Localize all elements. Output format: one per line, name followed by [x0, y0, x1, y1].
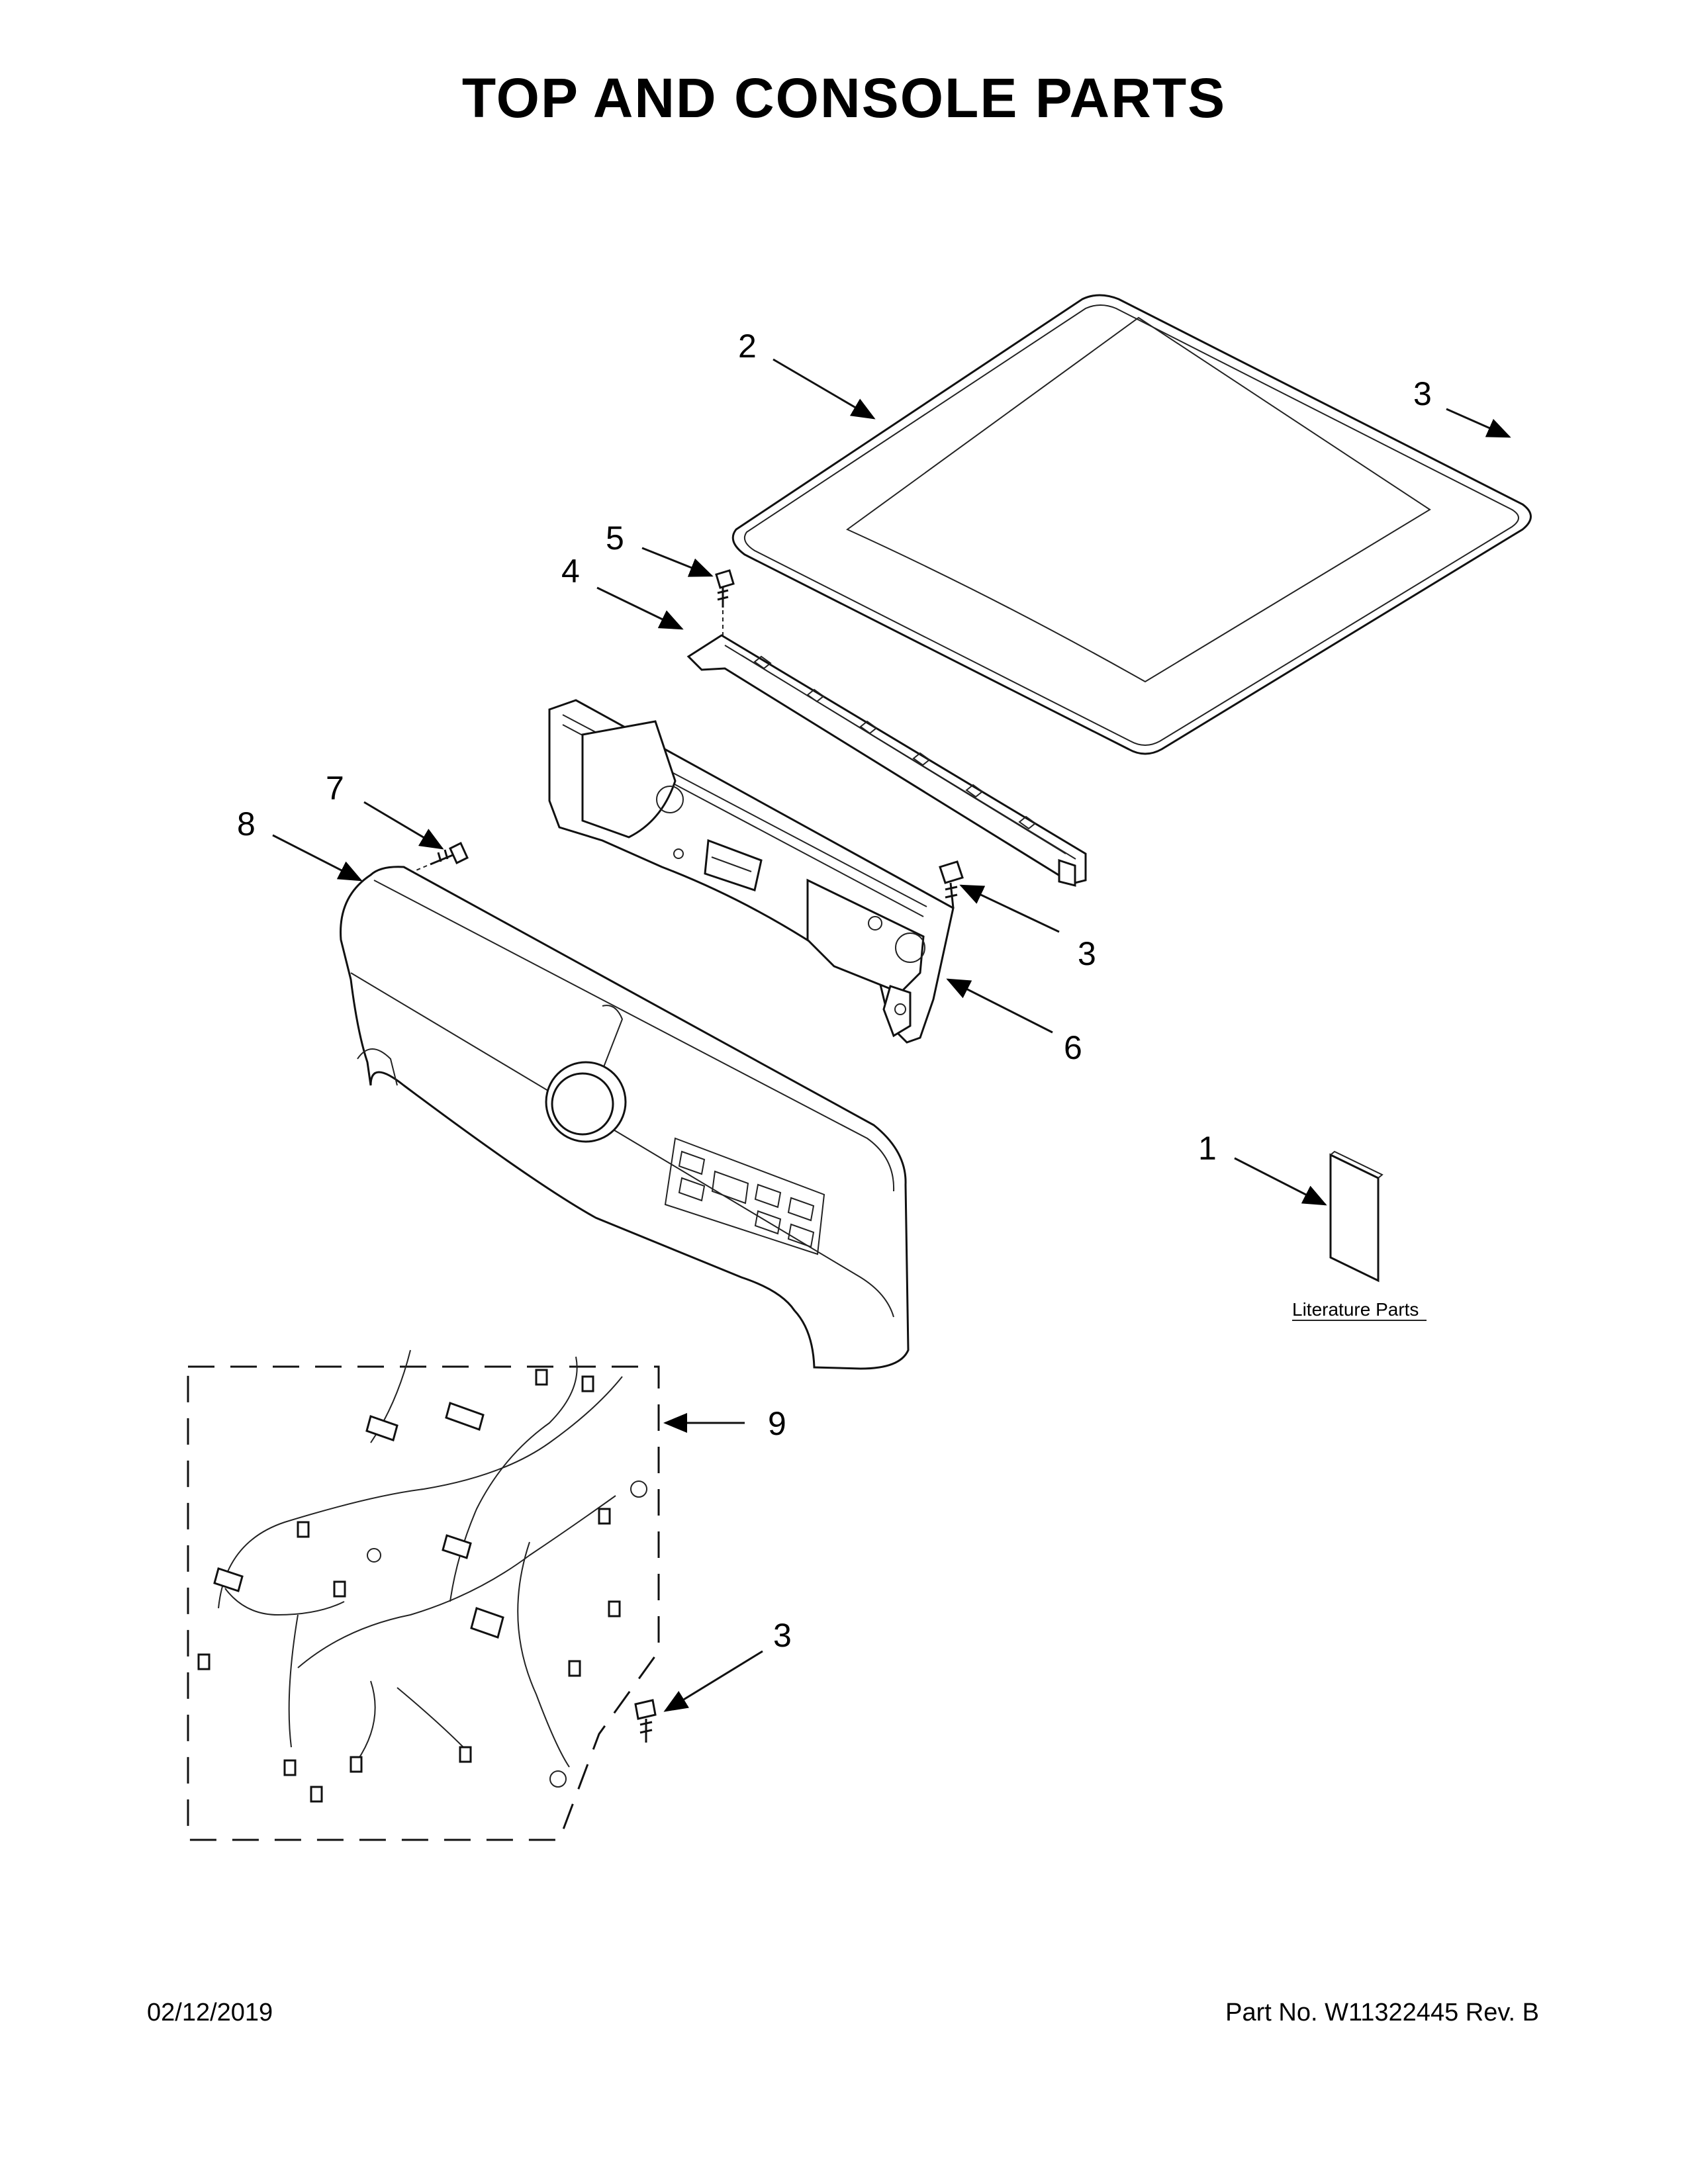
footer-part-number: Part No. W11322445 Rev. B: [1225, 1999, 1539, 2026]
console-part-8: [340, 866, 910, 1370]
callout-3-top: 3: [1413, 375, 1432, 412]
screw-part-3-console: [939, 860, 964, 909]
console-bracket-part-6: [548, 699, 955, 1044]
footer-date: 02/12/2019: [147, 1999, 273, 2026]
arrow-callout-1: [1234, 1157, 1327, 1206]
arrow-callout-4: [596, 586, 684, 630]
callout-3-harness: 3: [773, 1617, 792, 1654]
wire-harness-part-9: [187, 1349, 660, 1841]
screw-part-5: [715, 569, 735, 635]
callout-1: 1: [1198, 1130, 1217, 1167]
callout-7: 7: [326, 770, 344, 807]
arrow-callout-7: [363, 801, 444, 850]
literature-parts-label: Literature Parts: [1292, 1299, 1419, 1320]
callout-2: 2: [738, 328, 757, 365]
callout-3-console: 3: [1078, 935, 1096, 972]
callout-4: 4: [561, 553, 580, 590]
bracket-part-4: [686, 634, 1087, 887]
arrow-callout-6: [946, 978, 1053, 1034]
page-title: TOP AND CONSOLE PARTS: [461, 67, 1227, 129]
arrow-callout-3a: [1446, 408, 1511, 438]
callout-5: 5: [606, 520, 624, 557]
callout-8: 8: [237, 805, 256, 842]
top-panel-part: [731, 294, 1532, 755]
arrow-callout-3c: [663, 1650, 763, 1712]
screw-part-7: [408, 841, 469, 874]
literature-part-1: [1329, 1150, 1383, 1283]
arrow-callout-5: [641, 547, 714, 577]
callout-9: 9: [768, 1405, 786, 1442]
arrow-callout-8: [272, 834, 363, 882]
arrow-callout-2: [773, 358, 876, 420]
callout-6: 6: [1064, 1029, 1082, 1066]
arrow-callout-3b: [959, 884, 1060, 933]
screw-part-3-harness: [634, 1699, 657, 1743]
